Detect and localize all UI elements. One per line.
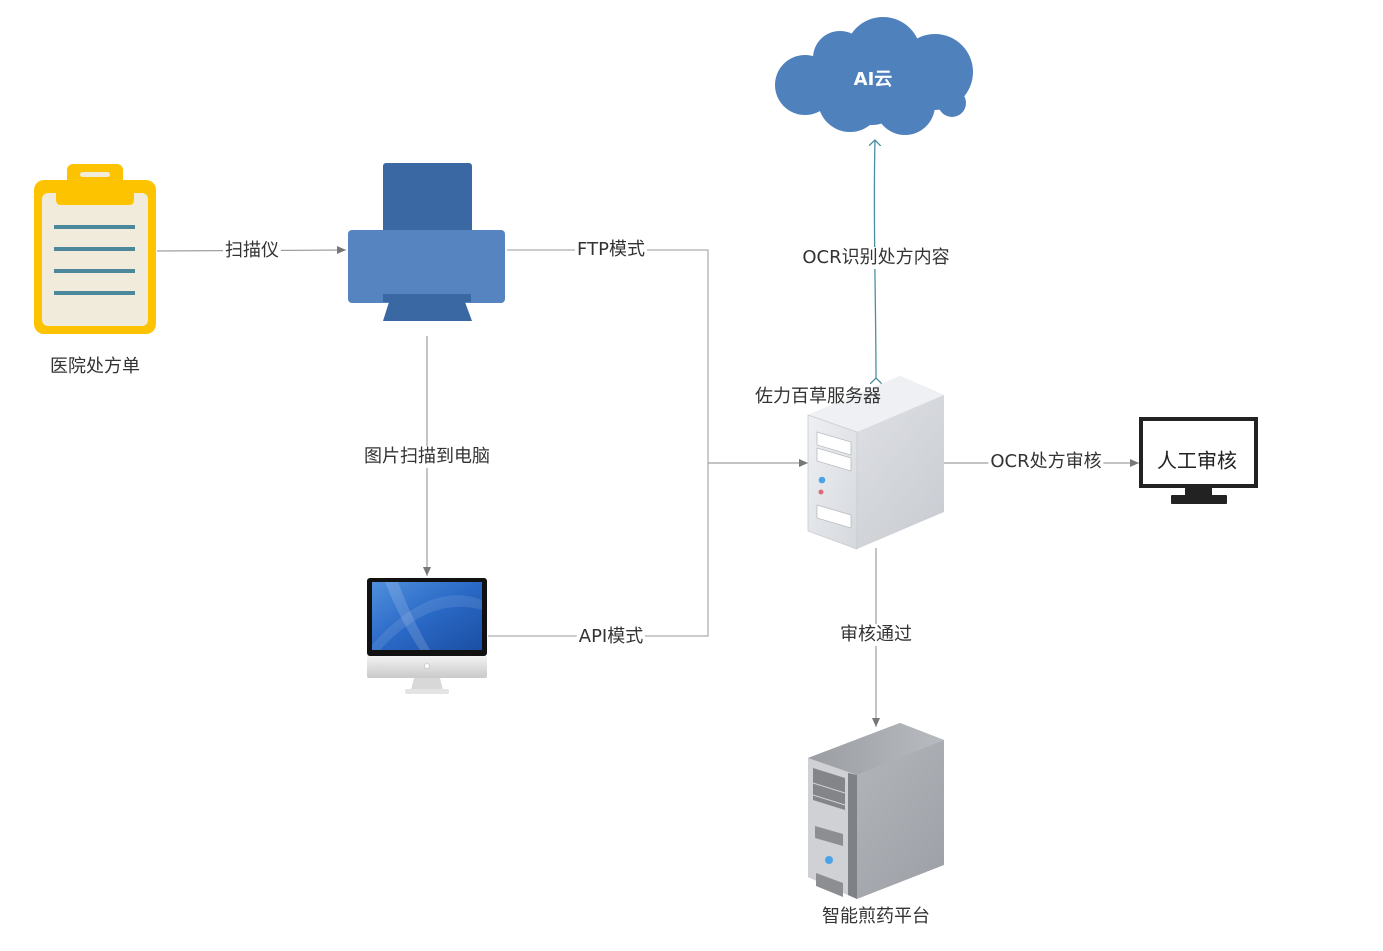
edge-label-approved: 审核通过 bbox=[838, 624, 914, 646]
connector-api bbox=[488, 463, 709, 637]
printer-icon bbox=[348, 163, 505, 321]
node-label-ai-cloud: AI云 bbox=[853, 69, 893, 90]
edge-label-ftp: FTP模式 bbox=[575, 239, 647, 261]
cloud-icon bbox=[775, 17, 973, 135]
server-tower-icon bbox=[808, 723, 944, 899]
monitor-icon bbox=[1139, 417, 1258, 504]
edge-label-ocr-review: OCR处方审核 bbox=[988, 451, 1104, 473]
edge-label-scan: 扫描仪 bbox=[223, 240, 281, 262]
edge-label-ocr: OCR识别处方内容 bbox=[800, 247, 952, 269]
edge-label-api: API模式 bbox=[576, 626, 646, 648]
server-icon bbox=[807, 376, 944, 550]
connector-ftp bbox=[507, 249, 709, 463]
node-label-main-server: 佐力百草服务器 bbox=[755, 386, 881, 407]
node-label-decoction-platform: 智能煎药平台 bbox=[822, 906, 930, 927]
edge-label-scan-to-pc: 图片扫描到电脑 bbox=[362, 446, 492, 468]
node-label-manual-review: 人工审核 bbox=[1157, 448, 1237, 473]
clipboard-icon bbox=[34, 164, 156, 334]
node-label-prescription: 医院处方单 bbox=[50, 356, 140, 377]
desktop-computer-icon bbox=[367, 578, 487, 694]
